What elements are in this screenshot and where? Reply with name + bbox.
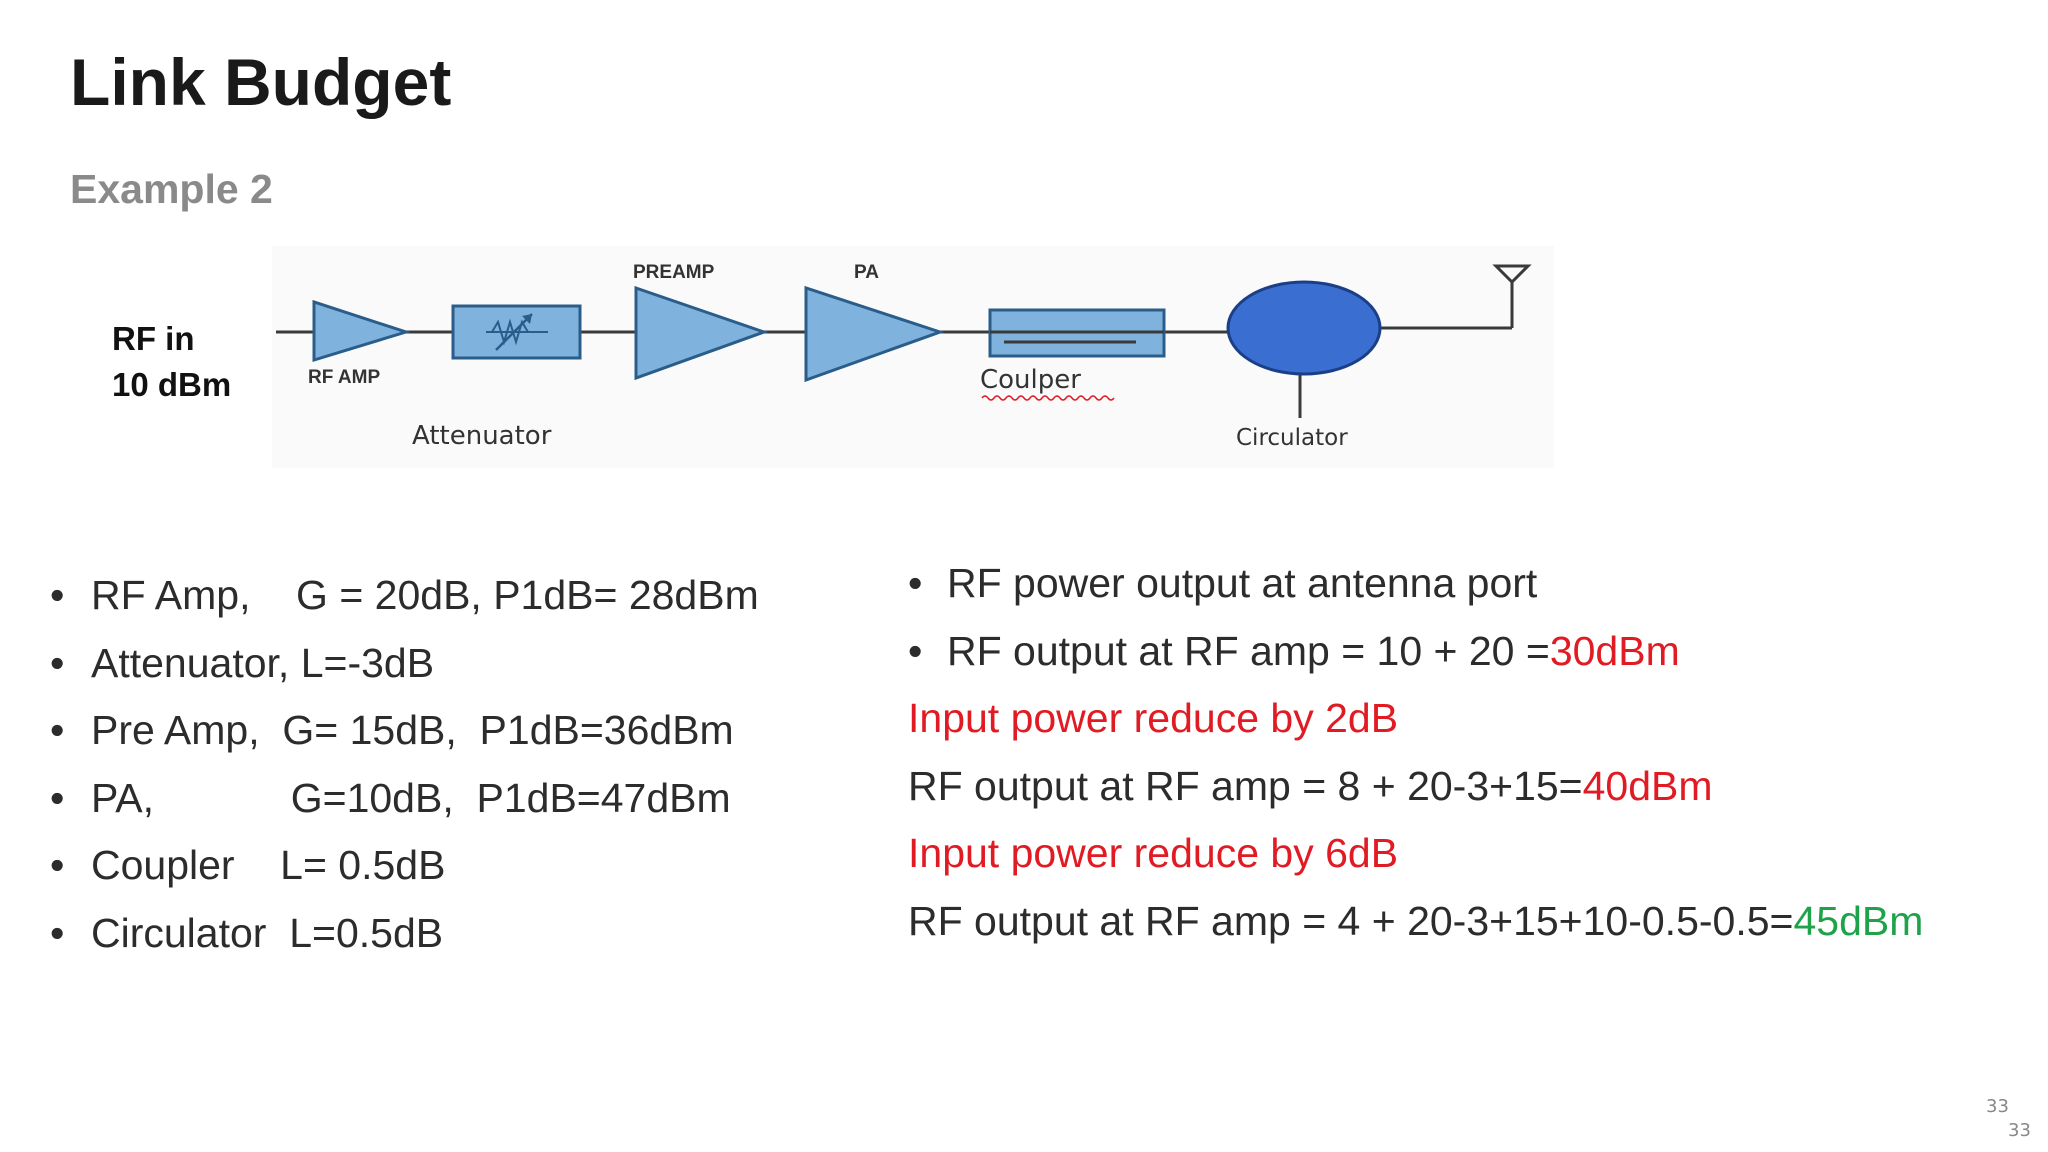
coupler-block [988, 308, 1166, 358]
component-spec-list: RF Amp, G = 20dB, P1dB= 28dBm Attenuator… [50, 562, 759, 967]
spec-rf-amp: RF Amp, G = 20dB, P1dB= 28dBm [50, 562, 759, 630]
coupler-label: Coulper [980, 365, 1081, 395]
slide-subtitle: Example 2 [70, 166, 273, 212]
preamp-label: PREAMP [633, 262, 715, 283]
spec-circulator: Circulator L=0.5dB [50, 900, 759, 968]
note-reduce-6db: Input power reduce by 6dB [908, 830, 1399, 876]
result-line-1: RF output at RF amp = 10 + 20 =30dBm [908, 618, 1923, 686]
result-line-2-value: 40dBm [1582, 762, 1713, 809]
slide-title: Link Budget [70, 45, 452, 119]
circulator-label: Circulator [1236, 425, 1348, 451]
coupler-spellcheck-underline [981, 395, 1115, 401]
result-line-3-value: 45dBm [1793, 897, 1924, 944]
calculation-panel: RF power output at antenna port RF outpu… [908, 550, 1923, 955]
rf-input-label-line2: 10 dBm [112, 366, 232, 403]
result-line-1-expr: RF output at RF amp = 10 + 20 = [947, 627, 1550, 674]
note-reduce-2db: Input power reduce by 2dB [908, 695, 1399, 741]
spec-attenuator: Attenuator, L=-3dB [50, 630, 759, 698]
rf-amp-triangle [312, 299, 411, 363]
spec-coupler: Coupler L= 0.5dB [50, 832, 759, 900]
spec-preamp: Pre Amp, G= 15dB, P1dB=36dBm [50, 697, 759, 765]
result-line-2: RF output at RF amp = 8 + 20-3+15=40dBm [908, 753, 1923, 821]
result-line-1-value: 30dBm [1549, 627, 1680, 674]
signal-line [276, 282, 1514, 418]
attenuator-label: Attenuator [412, 421, 552, 451]
antenna-icon [1492, 264, 1532, 285]
rf-input-label: RF in 10 dBm [112, 316, 231, 408]
result-line-3-expr: RF output at RF amp = 4 + 20-3+15+10-0.5… [908, 897, 1794, 944]
pa-label: PA [854, 262, 879, 283]
spec-pa: PA, G=10dB, P1dB=47dBm [50, 765, 759, 833]
result-heading: RF power output at antenna port [908, 550, 1923, 618]
result-line-3: RF output at RF amp = 4 + 20-3+15+10-0.5… [908, 888, 1923, 956]
result-line-2-expr: RF output at RF amp = 8 + 20-3+15= [908, 762, 1583, 809]
attenuator-block [451, 304, 582, 360]
circulator-circle [1226, 280, 1382, 376]
rf-amp-label: RF AMP [308, 367, 380, 388]
page-number-secondary: 33 [2008, 1120, 2031, 1141]
page-number: 33 [1986, 1096, 2009, 1117]
rf-chain-diagram: RF AMP Attenuator PREAMP PA Coulper Circ… [272, 246, 1554, 468]
preamp-triangle [634, 285, 769, 381]
rf-input-label-line1: RF in [112, 320, 195, 357]
pa-triangle [804, 285, 945, 383]
